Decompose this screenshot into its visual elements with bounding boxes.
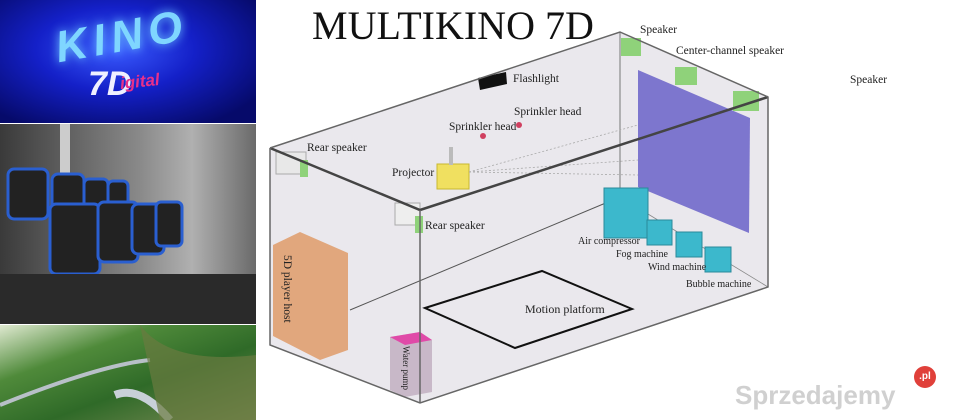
page-title: MULTIKINO 7D	[312, 3, 594, 48]
sign-7d: 7D	[88, 65, 132, 103]
water-pump-label: Water pump	[401, 346, 411, 391]
seats-illustration	[0, 124, 256, 324]
sprinkler-label: Sprinkler head	[514, 106, 582, 118]
track-illustration	[0, 325, 256, 420]
sprinkler-icon	[516, 122, 522, 128]
rollercoaster-scene-photo	[0, 325, 256, 420]
player-host-label: 5D player host	[281, 255, 293, 324]
speaker-left-label: Speaker	[640, 24, 677, 36]
bubble-machine-icon	[704, 246, 732, 273]
screen-label: Screen	[801, 139, 839, 154]
fog-machine-icon	[646, 219, 673, 246]
sprinkler-label: Sprinkler head	[449, 121, 517, 133]
wind-machine-icon	[675, 231, 703, 258]
water-pump-icon	[390, 332, 432, 397]
kino-7digital-photo: KINO 7D igital	[0, 0, 256, 123]
rear-speaker-label: Rear speaker	[425, 220, 485, 232]
rear-speaker-icon	[415, 216, 423, 233]
rear-speaker-label: Rear speaker	[307, 142, 367, 154]
fog-machine-label: Fog machine	[616, 249, 668, 260]
air-compressor-icon	[603, 187, 649, 239]
motion-platform-outline	[422, 269, 635, 350]
flashlight-label: Flashlight	[513, 73, 560, 85]
theater-seats-photo	[0, 124, 256, 324]
rear-speaker-icon	[300, 160, 308, 177]
wind-machine-label: Wind machine	[648, 262, 707, 273]
projector-icon	[436, 163, 470, 190]
projector-label: Projector	[392, 167, 434, 179]
watermark-badge: .pl	[914, 366, 936, 388]
center-speaker-icon	[675, 67, 697, 85]
speaker-right-label: Speaker	[850, 74, 887, 86]
center-speaker-label: Center-channel speaker	[676, 45, 784, 57]
speaker-left-icon	[621, 38, 641, 56]
watermark-text: Sprzedajemy	[735, 380, 896, 410]
air-compressor-label: Air compressor	[578, 236, 641, 247]
player-host-icon	[273, 232, 348, 360]
bubble-machine-label: Bubble machine	[686, 279, 752, 290]
sprinkler-icon	[480, 133, 486, 139]
motion-platform-label: Motion platform	[525, 302, 605, 316]
